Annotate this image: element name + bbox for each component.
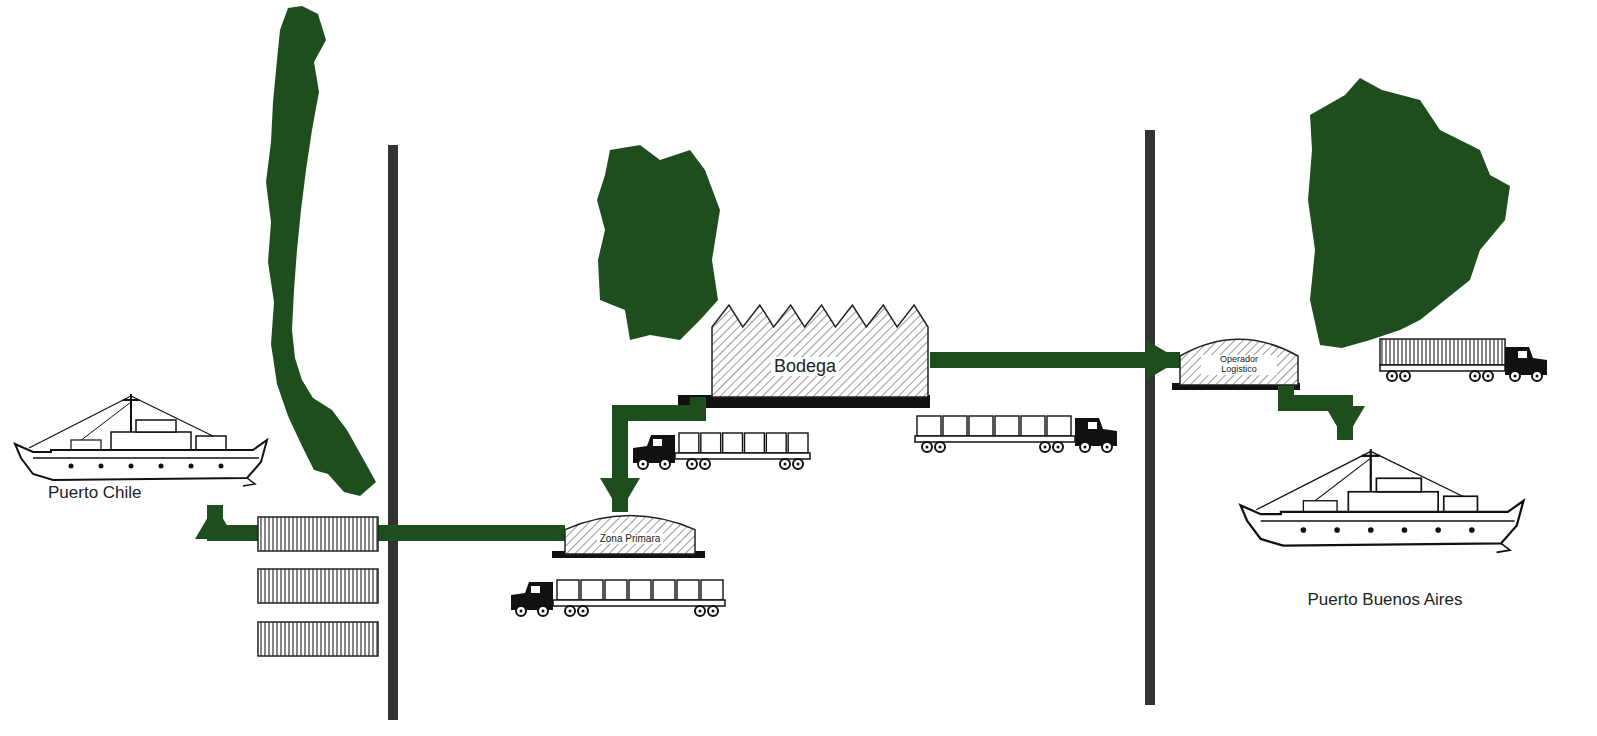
port-label: Puerto Buenos Aires [1235, 440, 1535, 612]
warehouse-dome: Zona Primara [565, 512, 695, 554]
flow-arrow [1286, 385, 1345, 440]
border-line [1145, 130, 1155, 705]
ship [15, 394, 267, 486]
mendoza-map [597, 145, 720, 340]
container [258, 622, 378, 656]
buenos-aires-map [1308, 78, 1510, 348]
warehouse-building: Bodega [680, 300, 930, 397]
outline [1180, 339, 1298, 385]
node-label: Puerto Chile [48, 484, 142, 503]
outline [565, 516, 695, 554]
truck [1380, 339, 1547, 381]
flow-arrow [620, 397, 698, 512]
warehouse-dome: Operador Logistico [1180, 335, 1298, 385]
port-label: Puerto Chile [10, 395, 275, 505]
container [258, 517, 378, 551]
node-label: Zona Primara [597, 533, 664, 544]
outline [712, 305, 928, 397]
node-label: Operador Logistico [1201, 355, 1278, 375]
node-label: Bodega [771, 357, 839, 377]
trucks [511, 339, 1547, 616]
border-line [388, 145, 398, 720]
flow-arrow [930, 352, 1180, 368]
ship [1240, 449, 1523, 552]
chile-map [266, 6, 376, 496]
node-label: Puerto Buenos Aires [1308, 591, 1463, 610]
factory-outline [680, 300, 930, 397]
truck [915, 416, 1117, 452]
truck [633, 433, 810, 469]
container [258, 569, 378, 603]
truck [511, 580, 725, 616]
